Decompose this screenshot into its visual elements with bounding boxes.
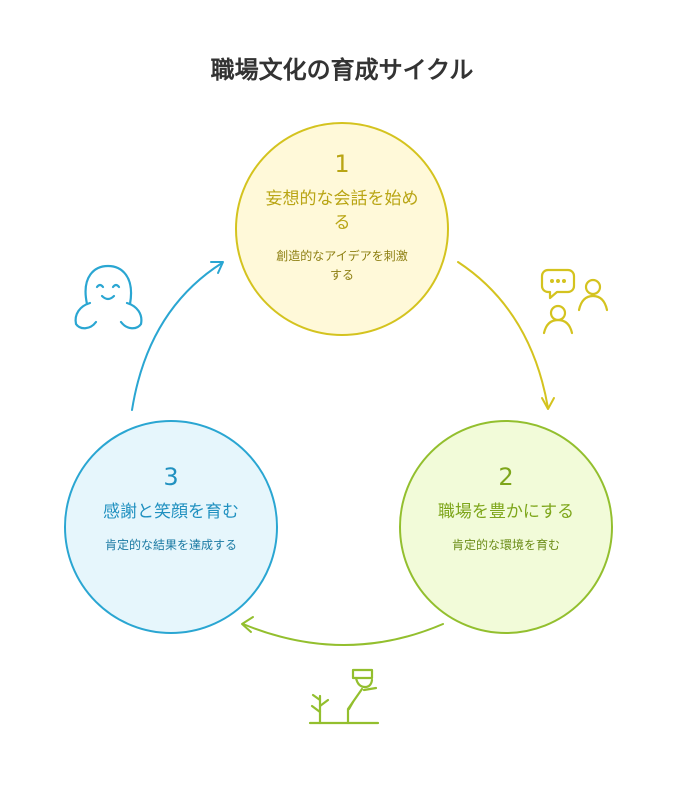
step-2-circle: [399, 420, 613, 634]
step-3-text: 3 感謝と笑顔を育む 肯定的な結果を達成する: [81, 463, 261, 555]
step-3-circle: [64, 420, 278, 634]
step-3-description: 肯定的な結果を達成する: [104, 538, 237, 552]
happy-face-icon: [74, 264, 143, 330]
step-1-title: 妄想的な会話を始める: [265, 189, 419, 233]
arrow-3-to-1: [131, 261, 224, 411]
step-1-circle: [235, 122, 449, 336]
step-3-title: 感謝と笑顔を育む: [103, 502, 239, 522]
step-2-title: 職場を豊かにする: [437, 502, 575, 522]
arrow-2-to-3: [241, 616, 444, 646]
step-1-description: 創造的なアイデアを刺激する: [276, 249, 408, 282]
arrow-1-to-2: [457, 261, 555, 410]
step-2-number: 2: [498, 463, 514, 491]
step-3-number: 3: [163, 463, 179, 491]
step-2-text: 2 職場を豊かにする 肯定的な環境を育む: [416, 463, 596, 555]
diagram-title: 職場文化の育成サイクル: [210, 56, 474, 84]
step-1-text: 1 妄想的な会話を始める 創造的なアイデアを刺激する: [262, 150, 422, 285]
step-1-number: 1: [334, 150, 350, 178]
step-2-description: 肯定的な環境を育む: [451, 538, 560, 552]
farmer-planting-icon: [308, 668, 380, 725]
chat-people-icon: [540, 268, 609, 335]
